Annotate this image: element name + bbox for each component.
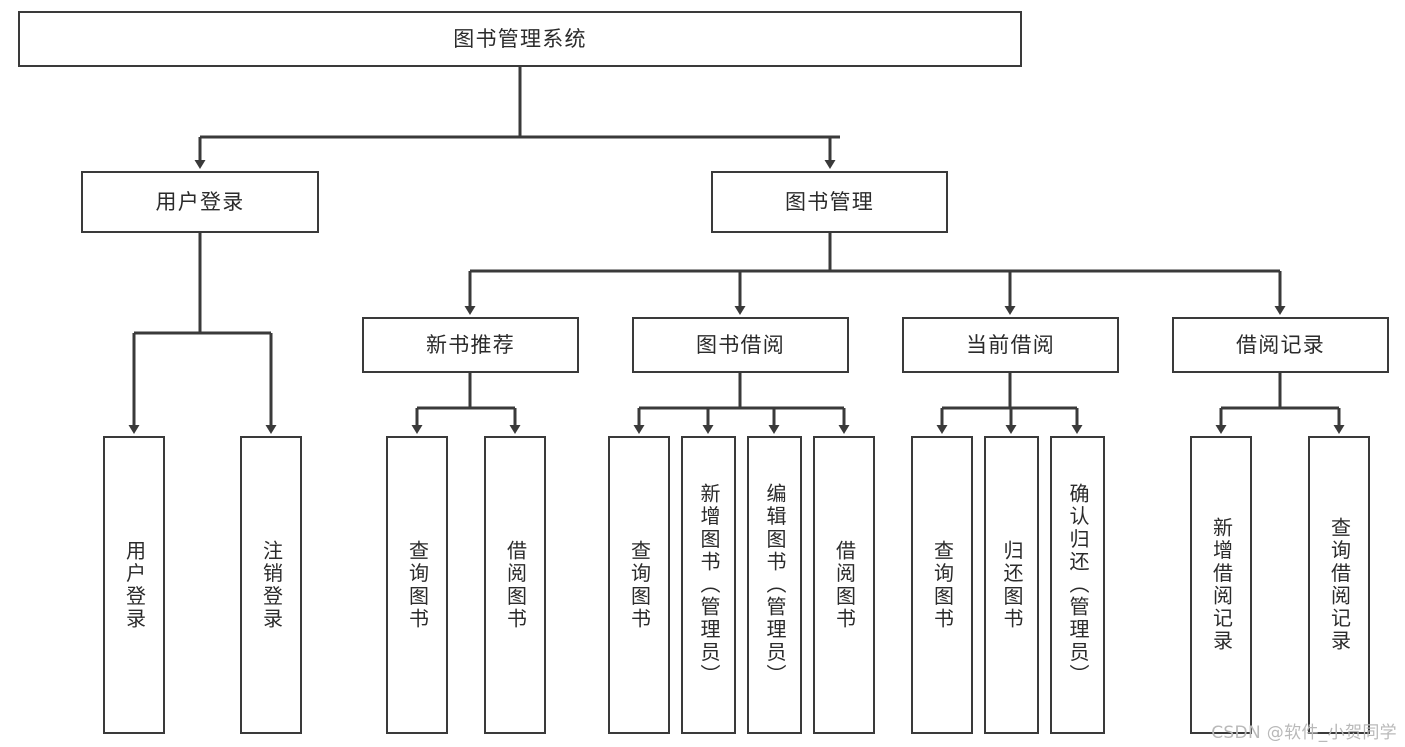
node-label: 查询借阅记录 — [1327, 517, 1352, 653]
node-label: 编辑图书（管理员） — [763, 483, 787, 687]
node-label: 当前借阅 — [965, 332, 1056, 357]
node-borrow-record[interactable]: 借阅记录 — [1172, 317, 1389, 373]
node-new-book-recommendation[interactable]: 新书推荐 — [362, 317, 579, 373]
node-label: 注销登录 — [259, 539, 284, 631]
edge-root-to-level1 — [194, 67, 840, 169]
node-leaf-add-book[interactable]: 新增图书（管理员） — [681, 436, 736, 734]
node-leaf-query-book-1[interactable]: 查询图书 — [386, 436, 448, 734]
node-label: 图书借阅 — [695, 332, 786, 357]
node-leaf-user-login[interactable]: 用户登录 — [103, 436, 165, 734]
node-label: 确认归还（管理员） — [1066, 483, 1090, 687]
edge-bookmanage-to-level2 — [464, 233, 1286, 315]
node-leaf-borrow-book-1[interactable]: 借阅图书 — [484, 436, 546, 734]
node-user-login[interactable]: 用户登录 — [81, 171, 319, 233]
node-leaf-return-book[interactable]: 归还图书 — [984, 436, 1039, 734]
node-current-borrow[interactable]: 当前借阅 — [902, 317, 1119, 373]
node-label: 查询图书 — [930, 539, 955, 631]
node-label: 借阅图书 — [832, 539, 857, 631]
edge-borrowrecord-to-leaves — [1215, 373, 1345, 434]
node-label: 图书管理系统 — [453, 26, 587, 51]
node-label: 借阅图书 — [503, 539, 528, 631]
node-label: 归还图书 — [1000, 539, 1024, 631]
node-book-borrow[interactable]: 图书借阅 — [632, 317, 849, 373]
edge-bookborrow-to-leaves — [633, 373, 850, 434]
edge-newbookrec-to-leaves — [411, 373, 521, 434]
node-label: 图书管理 — [784, 189, 875, 214]
node-leaf-add-borrow-record[interactable]: 新增借阅记录 — [1190, 436, 1252, 734]
node-label: 用户登录 — [155, 189, 245, 214]
node-leaf-logout[interactable]: 注销登录 — [240, 436, 302, 734]
edge-userlogin-to-leaves — [128, 233, 277, 434]
node-book-manage[interactable]: 图书管理 — [711, 171, 948, 233]
node-label: 新增借阅记录 — [1209, 517, 1234, 653]
node-label: 借阅记录 — [1235, 332, 1326, 357]
node-label: 新增图书（管理员） — [697, 483, 721, 687]
node-leaf-query-book-3[interactable]: 查询图书 — [911, 436, 973, 734]
node-leaf-query-borrow-record[interactable]: 查询借阅记录 — [1308, 436, 1370, 734]
node-leaf-confirm-return[interactable]: 确认归还（管理员） — [1050, 436, 1105, 734]
node-label: 查询图书 — [627, 539, 652, 631]
node-leaf-query-book-2[interactable]: 查询图书 — [608, 436, 670, 734]
node-leaf-edit-book[interactable]: 编辑图书（管理员） — [747, 436, 802, 734]
node-leaf-borrow-book-2[interactable]: 借阅图书 — [813, 436, 875, 734]
node-label: 用户登录 — [122, 539, 147, 631]
node-label: 新书推荐 — [425, 332, 516, 357]
node-label: 查询图书 — [405, 539, 430, 631]
edge-currentborrow-to-leaves — [936, 373, 1083, 434]
node-root[interactable]: 图书管理系统 — [18, 11, 1022, 67]
watermark: CSDN @软件_小贺同学 — [1211, 723, 1397, 743]
